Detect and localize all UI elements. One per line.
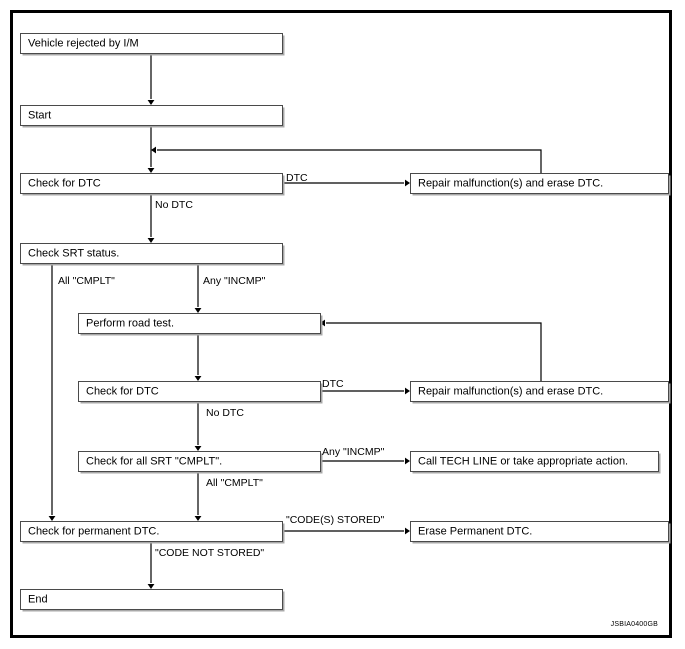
node-label-check-dtc-1: Check for DTC <box>28 177 101 189</box>
connector-repair-2-feedback <box>326 322 542 381</box>
node-label-repair-1: Repair malfunction(s) and erase DTC. <box>418 177 603 189</box>
node-box-check-dtc-2[interactable] <box>78 381 321 402</box>
arrowhead-permanent-to-erase <box>405 527 410 535</box>
node-label-vehicle-rejected: Vehicle rejected by I/M <box>28 37 139 49</box>
node-box-end[interactable] <box>20 589 283 610</box>
edge-label-no-dtc-2: No DTC <box>206 407 244 419</box>
arrowhead-repair-1-feedback <box>151 146 156 154</box>
node-label-call-tech-line: Call TECH LINE or take appropriate actio… <box>418 455 628 467</box>
arrowhead-check-dtc-1-to-srt <box>147 238 155 243</box>
node-box-check-srt-status[interactable] <box>20 243 283 264</box>
node-label-start: Start <box>28 109 51 121</box>
connector-repair-1-feedback <box>157 149 542 173</box>
edge-label-dtc-1: DTC <box>286 172 308 184</box>
node-box-perform-road-test[interactable] <box>78 313 321 334</box>
figure-code: JSBIA0400GB <box>611 621 658 628</box>
edge-label-codes-stored: "CODE(S) STORED" <box>286 514 385 526</box>
arrowhead-road-test-to-check-dtc-2 <box>194 376 202 381</box>
node-box-repair-2[interactable] <box>410 381 669 402</box>
node-box-vehicle-rejected[interactable] <box>20 33 283 54</box>
arrowhead-srt-any-incmp <box>194 308 202 313</box>
arrowhead-check-dtc-1-to-repair-1 <box>405 179 410 187</box>
edge-label-all-cmplt-2: All "CMPLT" <box>206 477 263 489</box>
edge-label-no-dtc-1: No DTC <box>155 199 193 211</box>
node-label-repair-2: Repair malfunction(s) and erase DTC. <box>418 385 603 397</box>
arrowhead-vehicle-to-start <box>147 100 155 105</box>
arrowhead-all-srt-to-permanent <box>194 516 202 521</box>
arrowhead-all-srt-to-tech-line <box>405 457 410 465</box>
figure-border <box>10 10 672 638</box>
arrowhead-check-dtc-2-to-all-srt <box>194 446 202 451</box>
edge-label-all-cmplt-1: All "CMPLT" <box>58 275 115 287</box>
arrowhead-check-dtc-2-to-repair-2 <box>405 387 410 395</box>
arrowhead-start-to-check-dtc-1 <box>147 168 155 173</box>
edge-label-any-incmp-2: Any "INCMP" <box>322 446 385 458</box>
node-label-erase-permanent-dtc: Erase Permanent DTC. <box>418 525 532 537</box>
edge-label-any-incmp-1: Any "INCMP" <box>203 275 266 287</box>
node-label-perform-road-test: Perform road test. <box>86 317 174 329</box>
node-label-check-all-srt-cmplt: Check for all SRT "CMPLT". <box>86 455 222 467</box>
connector-layer <box>48 53 542 589</box>
node-label-end: End <box>28 593 48 605</box>
arrowhead-permanent-to-end <box>147 584 155 589</box>
node-box-check-permanent-dtc[interactable] <box>20 521 283 542</box>
edge-label-code-not-stored: "CODE NOT STORED" <box>155 547 264 559</box>
edge-label-dtc-2: DTC <box>322 378 344 390</box>
node-label-check-dtc-2: Check for DTC <box>86 385 159 397</box>
arrowhead-srt-all-cmplt <box>48 516 56 521</box>
connector-label-layer: DTC No DTC All "CMPLT" Any "INCMP" DTC No DTC… <box>58 172 385 559</box>
node-box-call-tech-line[interactable] <box>410 451 659 472</box>
node-box-check-all-srt-cmplt[interactable] <box>78 451 321 472</box>
node-box-erase-permanent-dtc[interactable] <box>410 521 669 542</box>
node-box-start[interactable] <box>20 105 283 126</box>
node-box-repair-1[interactable] <box>410 173 669 194</box>
node-label-check-permanent-dtc: Check for permanent DTC. <box>28 525 159 537</box>
node-label-check-srt-status: Check SRT status. <box>28 247 119 259</box>
figure-frame <box>10 10 672 638</box>
figure-code-layer: JSBIA0400GB <box>611 621 658 628</box>
node-box-check-dtc-1[interactable] <box>20 173 283 194</box>
